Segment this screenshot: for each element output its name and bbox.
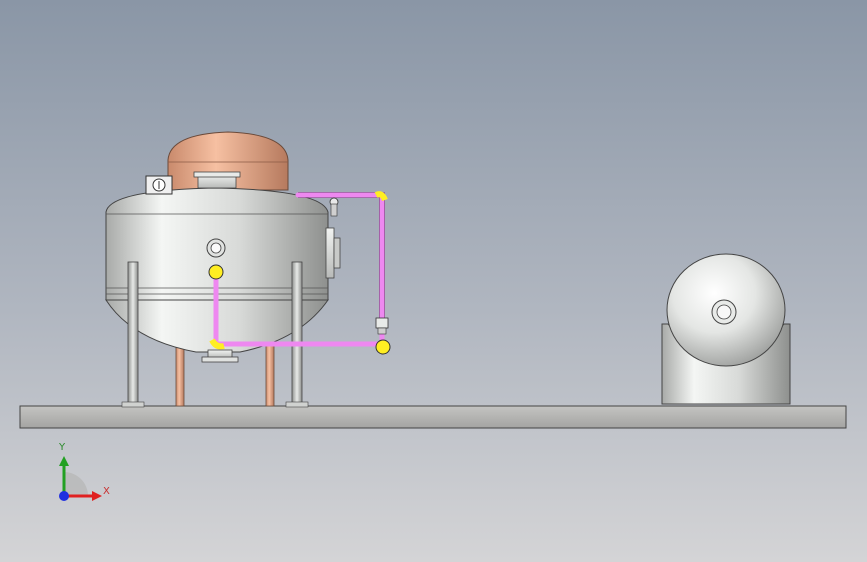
vessel-port-fitting[interactable]: [208, 264, 224, 280]
spherical-tank[interactable]: [666, 253, 786, 367]
side-manway[interactable]: [325, 227, 341, 279]
pump-fitting[interactable]: [375, 339, 391, 355]
pressure-gauge[interactable]: [145, 175, 173, 195]
z-axis-dot: [59, 491, 69, 501]
axis-triad: [59, 456, 102, 501]
steel-leg-1[interactable]: [127, 261, 139, 407]
top-nozzle[interactable]: [193, 171, 241, 189]
y-axis-label: Y: [59, 442, 66, 453]
top-valve[interactable]: [329, 197, 339, 217]
sight-glass[interactable]: [206, 238, 226, 258]
x-axis-label: X: [103, 486, 110, 497]
elbow-fitting-bottom[interactable]: [209, 338, 225, 350]
elbow-fitting-top[interactable]: [374, 191, 388, 202]
inline-filter[interactable]: [375, 317, 389, 335]
bottom-outlet[interactable]: [201, 349, 239, 363]
steel-leg-2[interactable]: [291, 261, 303, 407]
base-plate[interactable]: [19, 405, 847, 429]
